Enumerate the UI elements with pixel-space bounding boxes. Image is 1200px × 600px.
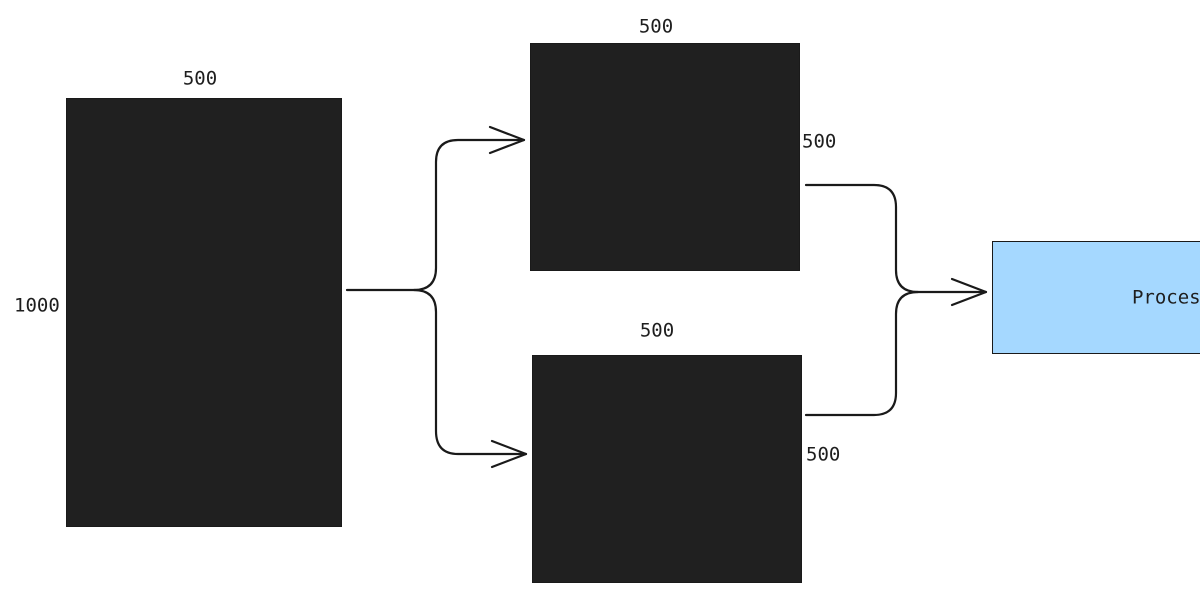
bottom-block-height-label: 500 — [806, 443, 841, 466]
arrowhead-process-block — [950, 277, 988, 307]
top-block — [530, 43, 800, 271]
bottom-block-width-label: 500 — [639, 319, 675, 342]
arrowhead-top-block — [488, 125, 526, 155]
process-block — [992, 241, 1200, 354]
process-block-label: Process — [1131, 286, 1200, 309]
top-block-width-label: 500 — [638, 15, 674, 38]
edge-top-to-process — [804, 183, 988, 294]
edge-bottom-to-process — [804, 290, 920, 417]
source-block — [66, 98, 342, 527]
source-block-width-label: 500 — [182, 67, 218, 90]
edge-source-to-bottom — [412, 288, 528, 456]
source-block-height-label: 1000 — [14, 294, 60, 317]
edge-source-to-top — [345, 138, 526, 292]
arrowhead-bottom-block — [490, 439, 528, 469]
bottom-block — [532, 355, 802, 583]
top-block-height-label: 500 — [802, 130, 837, 153]
